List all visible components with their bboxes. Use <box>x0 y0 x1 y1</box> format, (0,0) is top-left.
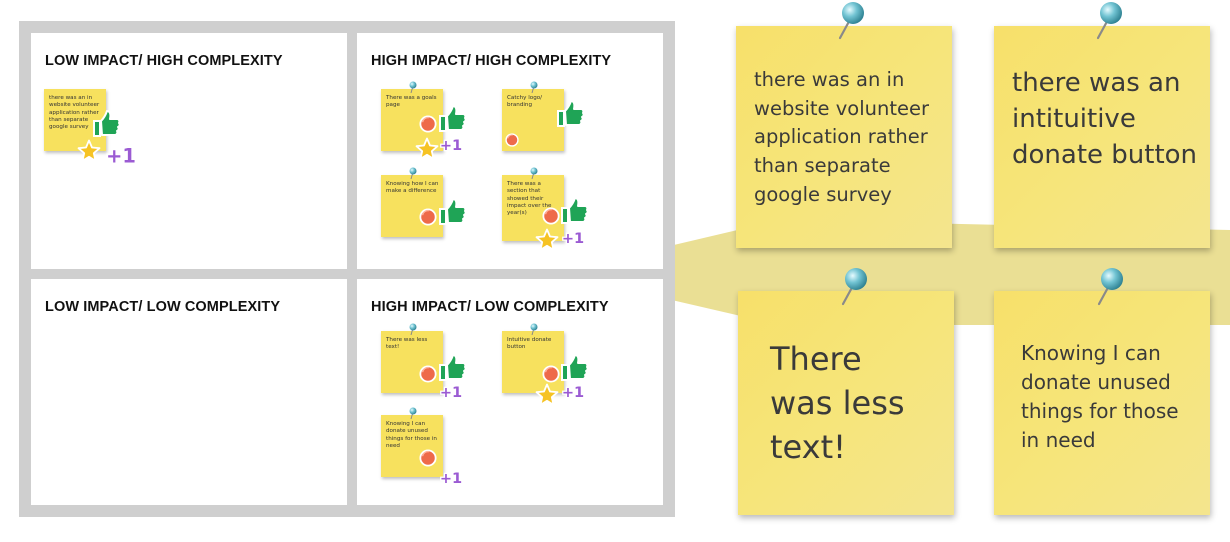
pushpin-icon <box>838 2 864 40</box>
sticky-note-text: Intuitive donate button <box>507 337 552 351</box>
sticky-note[interactable]: There was less text! <box>381 323 443 393</box>
quadrant-title: HIGH IMPACT/ HIGH COMPLEXITY <box>371 53 612 69</box>
thumbs-up-icon <box>437 197 467 227</box>
zoomed-sticky-note[interactable]: There was less text! <box>738 291 954 515</box>
dot-icon <box>419 365 437 383</box>
pin-icon <box>530 167 538 179</box>
sticky-note-text: There was less text! <box>770 340 905 467</box>
thumbs-up-icon <box>555 99 585 129</box>
sticky-note-text: There was a section that showed their im… <box>507 181 552 217</box>
plus-one-icon <box>561 383 585 401</box>
dot-icon <box>542 207 560 225</box>
pin-icon <box>530 81 538 93</box>
priority-matrix: LOW IMPACT/ HIGH COMPLEXITY there was an… <box>19 21 675 517</box>
sticky-note-text: there was an intituitive donate button <box>1012 68 1198 170</box>
star-icon <box>415 137 439 161</box>
quadrant-high-impact-low-complexity: HIGH IMPACT/ LOW COMPLEXITY There was le… <box>357 279 663 505</box>
sticky-note[interactable]: Knowing I can donate unused things for t… <box>381 407 443 477</box>
quadrant-high-impact-high-complexity: HIGH IMPACT/ HIGH COMPLEXITY There was a… <box>357 33 663 269</box>
quadrant-title: HIGH IMPACT/ LOW COMPLEXITY <box>371 299 609 315</box>
pushpin-icon <box>1096 2 1122 40</box>
star-icon <box>535 228 559 252</box>
thumbs-up-icon <box>559 353 589 383</box>
thumbs-up-icon <box>91 109 121 139</box>
sticky-note-text: there was an in website volunteer applic… <box>49 95 100 131</box>
sticky-note-text: there was an in website volunteer applic… <box>754 68 930 206</box>
quadrant-title: LOW IMPACT/ HIGH COMPLEXITY <box>45 53 283 69</box>
star-icon <box>535 383 559 407</box>
sticky-note-text: Catchy logo/ branding <box>507 95 543 109</box>
sticky-note[interactable]: Knowing how I can make a difference <box>381 167 443 237</box>
sticky-note-text: Knowing I can donate unused things for t… <box>386 421 437 449</box>
sticky-note[interactable]: There was a section that showed their im… <box>502 167 564 241</box>
star-icon <box>77 139 101 163</box>
plus-one-icon <box>439 383 463 401</box>
sticky-note-text: Knowing I can donate unused things for t… <box>1021 341 1179 452</box>
dot-icon <box>542 365 560 383</box>
sticky-note-text: There was a goals page <box>386 95 437 109</box>
pin-icon <box>409 81 417 93</box>
zoomed-sticky-note[interactable]: there was an intituitive donate button <box>994 26 1210 248</box>
dot-icon <box>419 208 437 226</box>
zoomed-sticky-note[interactable]: Knowing I can donate unused things for t… <box>994 291 1210 515</box>
sticky-note-text: Knowing how I can make a difference <box>386 181 439 195</box>
pushpin-icon <box>1097 268 1123 306</box>
plus-one-icon <box>439 136 463 154</box>
plus-one-icon <box>105 144 137 167</box>
quadrant-low-impact-low-complexity: LOW IMPACT/ LOW COMPLEXITY <box>31 279 347 505</box>
pin-icon <box>409 407 417 419</box>
sticky-note[interactable]: Intuitive donate button <box>502 323 564 393</box>
quadrant-low-impact-high-complexity: LOW IMPACT/ HIGH COMPLEXITY there was an… <box>31 33 347 269</box>
plus-one-icon <box>561 229 585 247</box>
thumbs-up-icon <box>437 104 467 134</box>
dot-icon <box>419 449 437 467</box>
plus-one-icon <box>439 469 463 487</box>
quadrant-title: LOW IMPACT/ LOW COMPLEXITY <box>45 299 281 315</box>
pushpin-icon <box>841 268 867 306</box>
pin-icon <box>409 167 417 179</box>
zoomed-sticky-note[interactable]: there was an in website volunteer applic… <box>736 26 952 248</box>
thumbs-up-icon <box>437 353 467 383</box>
pin-icon <box>409 323 417 335</box>
thumbs-up-icon <box>559 196 589 226</box>
sticky-note-text: There was less text! <box>386 337 428 351</box>
dot-icon <box>505 133 519 147</box>
dot-icon <box>419 115 437 133</box>
pin-icon <box>530 323 538 335</box>
